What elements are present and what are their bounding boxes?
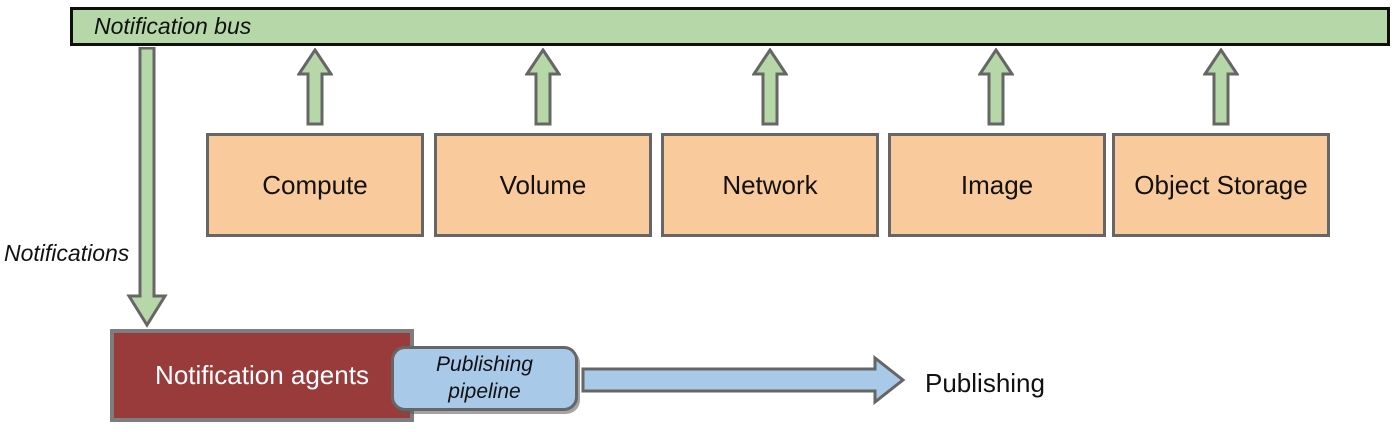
up-arrow-icon <box>751 47 789 126</box>
right-arrow-icon <box>581 354 906 406</box>
publishing-pipeline-label: Publishing pipeline <box>436 353 533 403</box>
notification-bus-bar: Notification bus <box>70 7 1390 46</box>
notification-bus-label: Notification bus <box>94 13 252 39</box>
service-label: Image <box>960 169 1034 200</box>
publishing-output-label: Publishing <box>925 368 1045 398</box>
down-arrow-icon <box>125 46 169 328</box>
notification-agents-box: Notification agents <box>110 329 414 422</box>
service-label: Network <box>722 169 818 200</box>
notification-agents-label: Notification agents <box>155 360 369 390</box>
service-label: Compute <box>262 169 368 200</box>
service-box-network: Network <box>661 133 879 237</box>
up-arrow-icon <box>296 47 334 126</box>
up-arrow-icon <box>977 47 1015 126</box>
service-label: Volume <box>499 169 587 200</box>
service-box-image: Image <box>888 133 1106 237</box>
service-box-volume: Volume <box>434 133 652 237</box>
up-arrow-icon <box>1202 47 1240 126</box>
service-label: Object Storage <box>1134 169 1308 200</box>
service-box-object-storage: Object Storage <box>1112 133 1330 237</box>
service-box-compute: Compute <box>206 133 424 237</box>
up-arrow-icon <box>524 47 562 126</box>
notifications-edge-label: Notifications <box>4 240 130 266</box>
publishing-pipeline-box: Publishing pipeline <box>391 346 578 411</box>
